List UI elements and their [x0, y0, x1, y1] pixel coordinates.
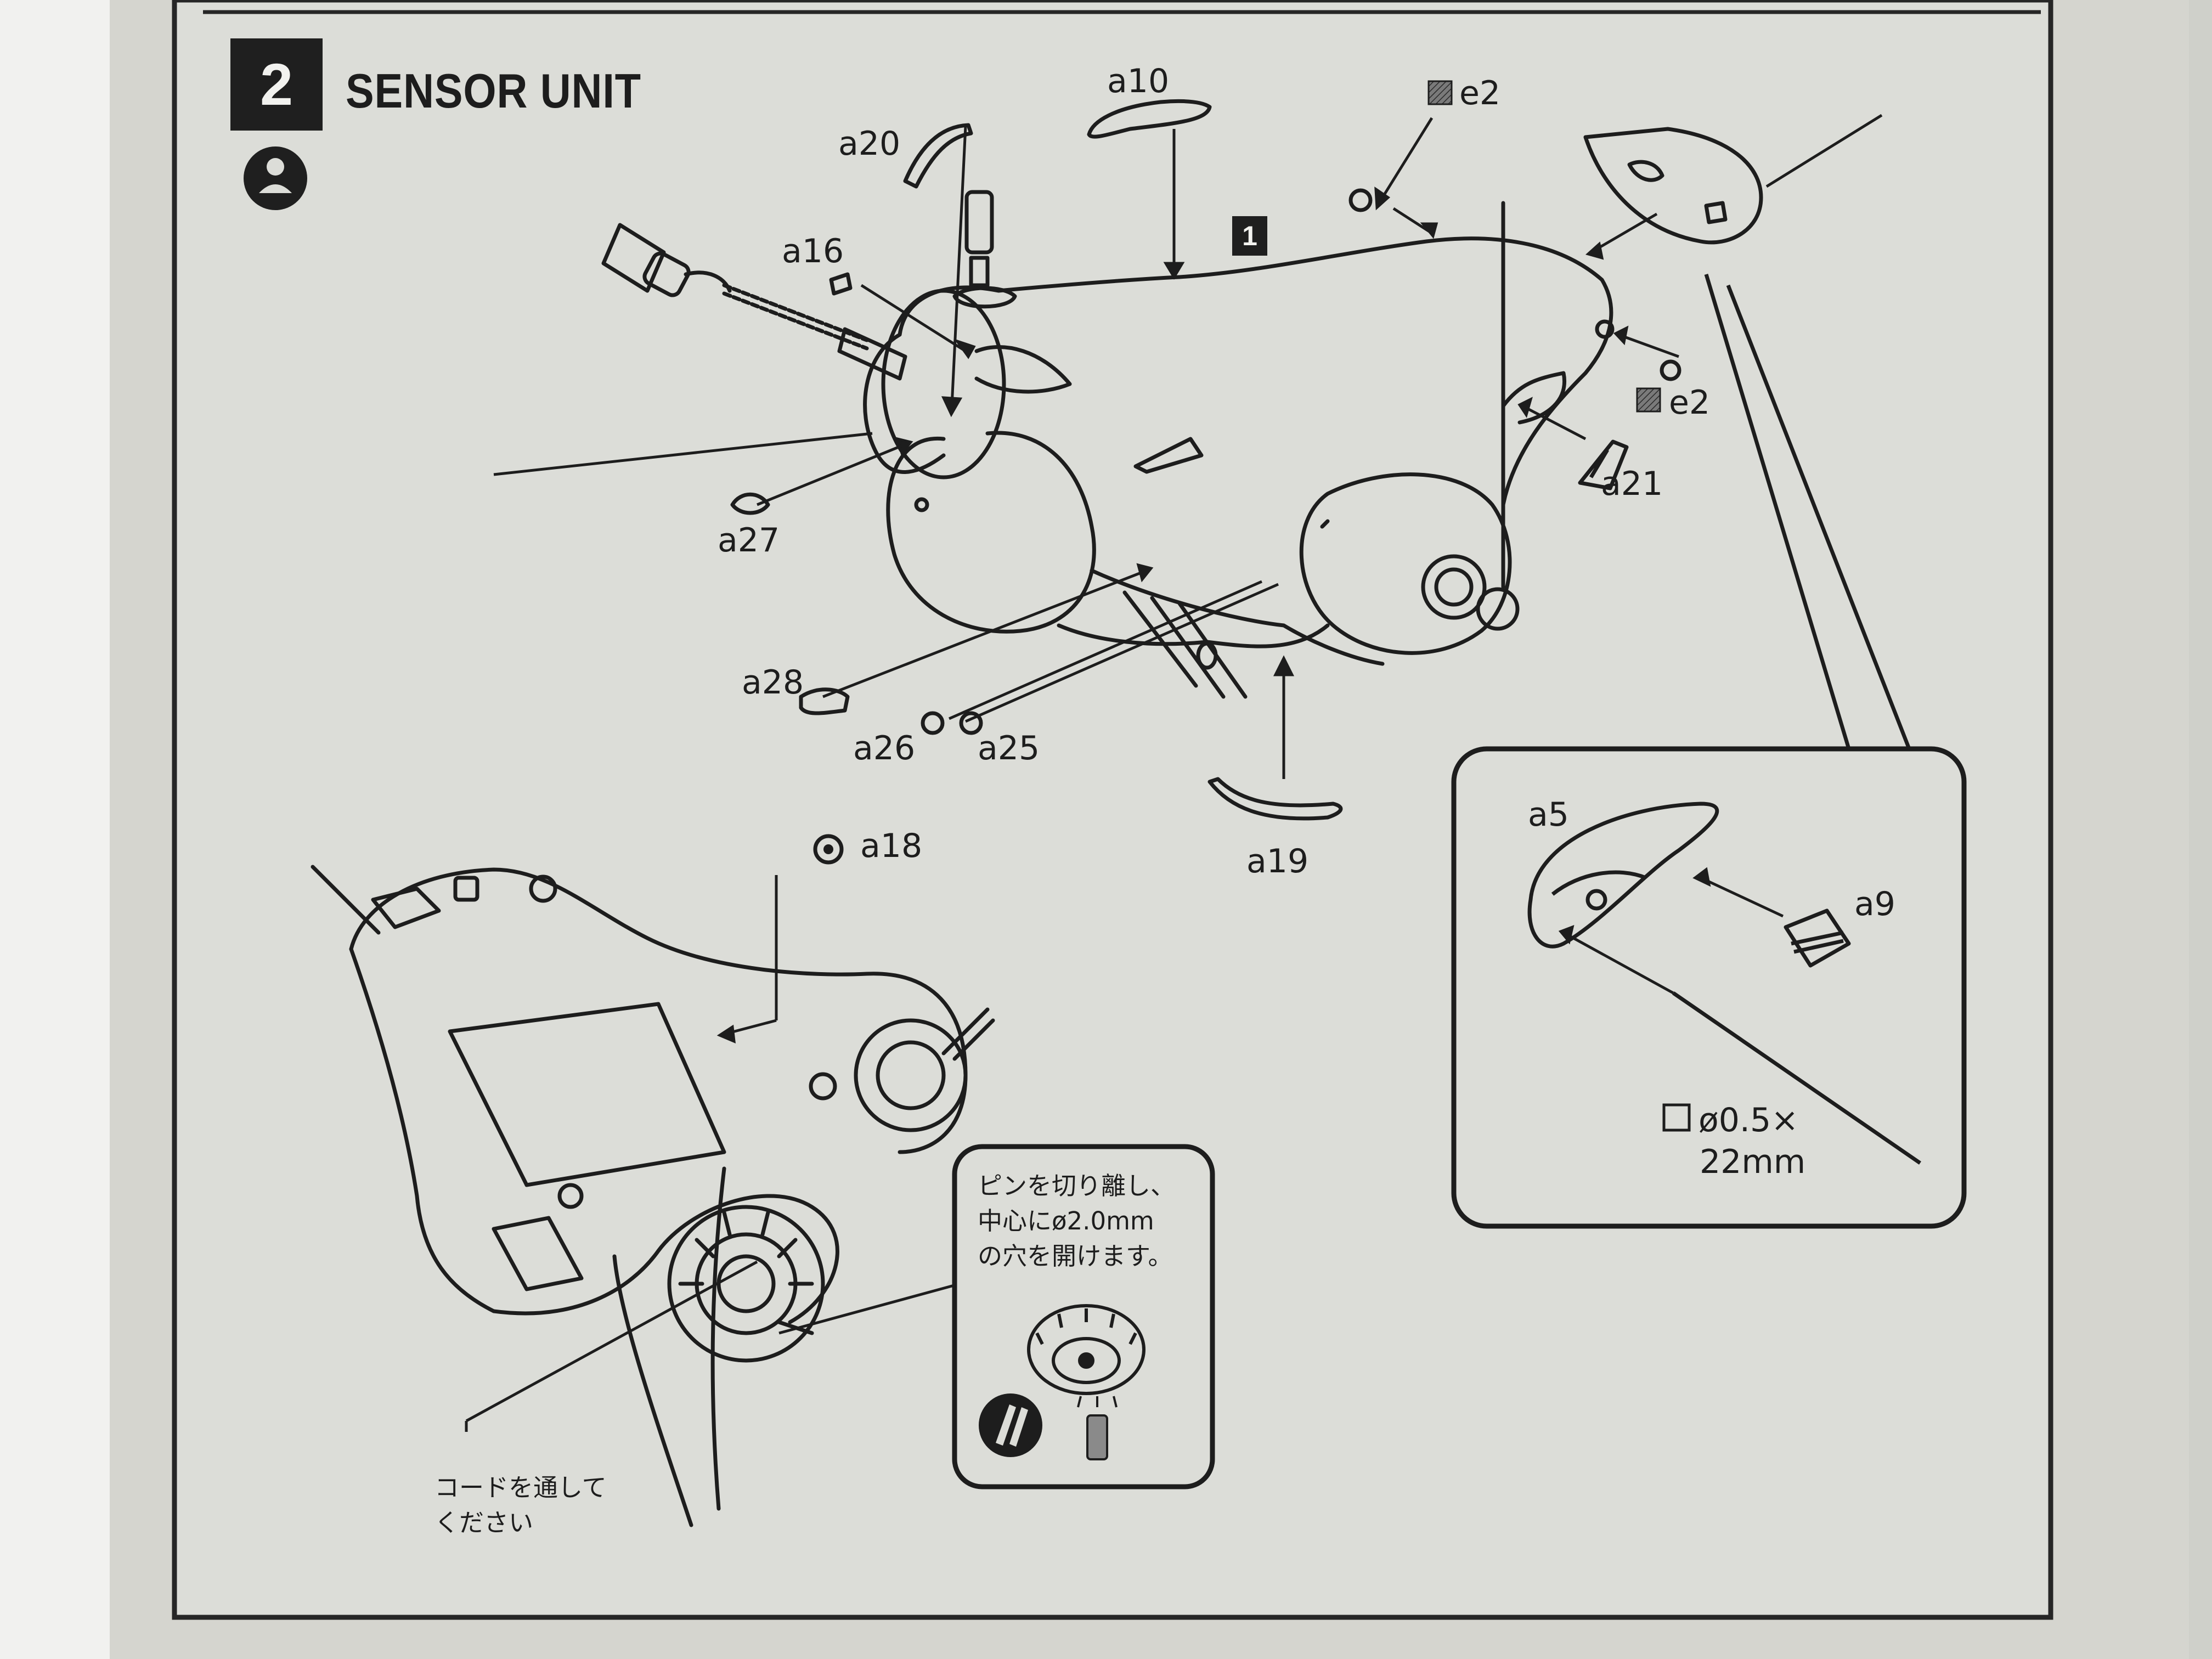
- person-icon: [244, 146, 307, 210]
- part-label-a27: a27: [718, 521, 780, 560]
- square-hatched-icon: [1427, 80, 1453, 105]
- callout-number-badge: 1: [1232, 216, 1267, 256]
- part-a27: [730, 492, 770, 515]
- part-plate-right: [1583, 127, 1763, 245]
- part-a16: [829, 272, 853, 296]
- detail-box: [1451, 746, 1967, 1229]
- part-e2-top: [1348, 188, 1373, 212]
- sensor-body-lower: [311, 865, 995, 1527]
- part-label-a28: a28: [742, 663, 804, 702]
- wire-rod: [1672, 991, 1921, 1165]
- step-title: SENSOR UNIT: [346, 64, 641, 118]
- part-label-a21: a21: [1601, 465, 1663, 503]
- detail-callout-lines: [1704, 273, 1911, 750]
- part-label-e2-right: e2: [1669, 383, 1711, 422]
- part-label-a20: a20: [838, 125, 901, 163]
- next-page-edge: [2189, 0, 2212, 1659]
- part-label-a10: a10: [1107, 62, 1170, 100]
- sensor-body-upper: [601, 190, 1613, 699]
- wire-spec-line2: 22mm: [1700, 1143, 1806, 1181]
- drill-note-text: ピンを切り離し、 中心にø2.0mm の穴を開けます。: [978, 1171, 1176, 1271]
- part-label-a16: a16: [782, 232, 844, 270]
- part-a19: [1207, 777, 1343, 821]
- upper-loose-parts: [730, 99, 1763, 821]
- drill-note-box: [952, 1144, 1215, 1489]
- assembly-arrows-lower: [465, 875, 961, 1432]
- drill-bit-icon: [979, 1393, 1042, 1457]
- part-label-a25: a25: [978, 729, 1040, 768]
- part-a28: [799, 687, 850, 715]
- part-label-a5: a5: [1528, 795, 1569, 834]
- part-label-e2-top: e2: [1459, 74, 1501, 112]
- part-e2-right: [1660, 359, 1681, 381]
- part-a21: [1578, 439, 1629, 490]
- part-label-a9: a9: [1854, 885, 1895, 923]
- part-label-a19: a19: [1246, 842, 1309, 881]
- step-number-badge: 2: [230, 38, 323, 131]
- part-a26: [921, 711, 945, 735]
- part-label-a18: a18: [860, 827, 923, 865]
- part-a10: [1087, 99, 1212, 139]
- square-outline-icon: [1662, 1103, 1691, 1132]
- square-hatched-icon: [1636, 387, 1661, 413]
- part-a5: [1527, 802, 1719, 949]
- part-label-a26: a26: [853, 729, 916, 768]
- cord-note-text: コードを通して ください: [435, 1473, 607, 1537]
- part-a20: [903, 123, 973, 189]
- part-a25: [959, 711, 983, 735]
- part-a18: [813, 834, 844, 865]
- part-a9: [1784, 909, 1851, 968]
- assembly-arrows-upper: [493, 114, 1883, 779]
- wire-spec-line1: ø0.5×: [1699, 1101, 1799, 1139]
